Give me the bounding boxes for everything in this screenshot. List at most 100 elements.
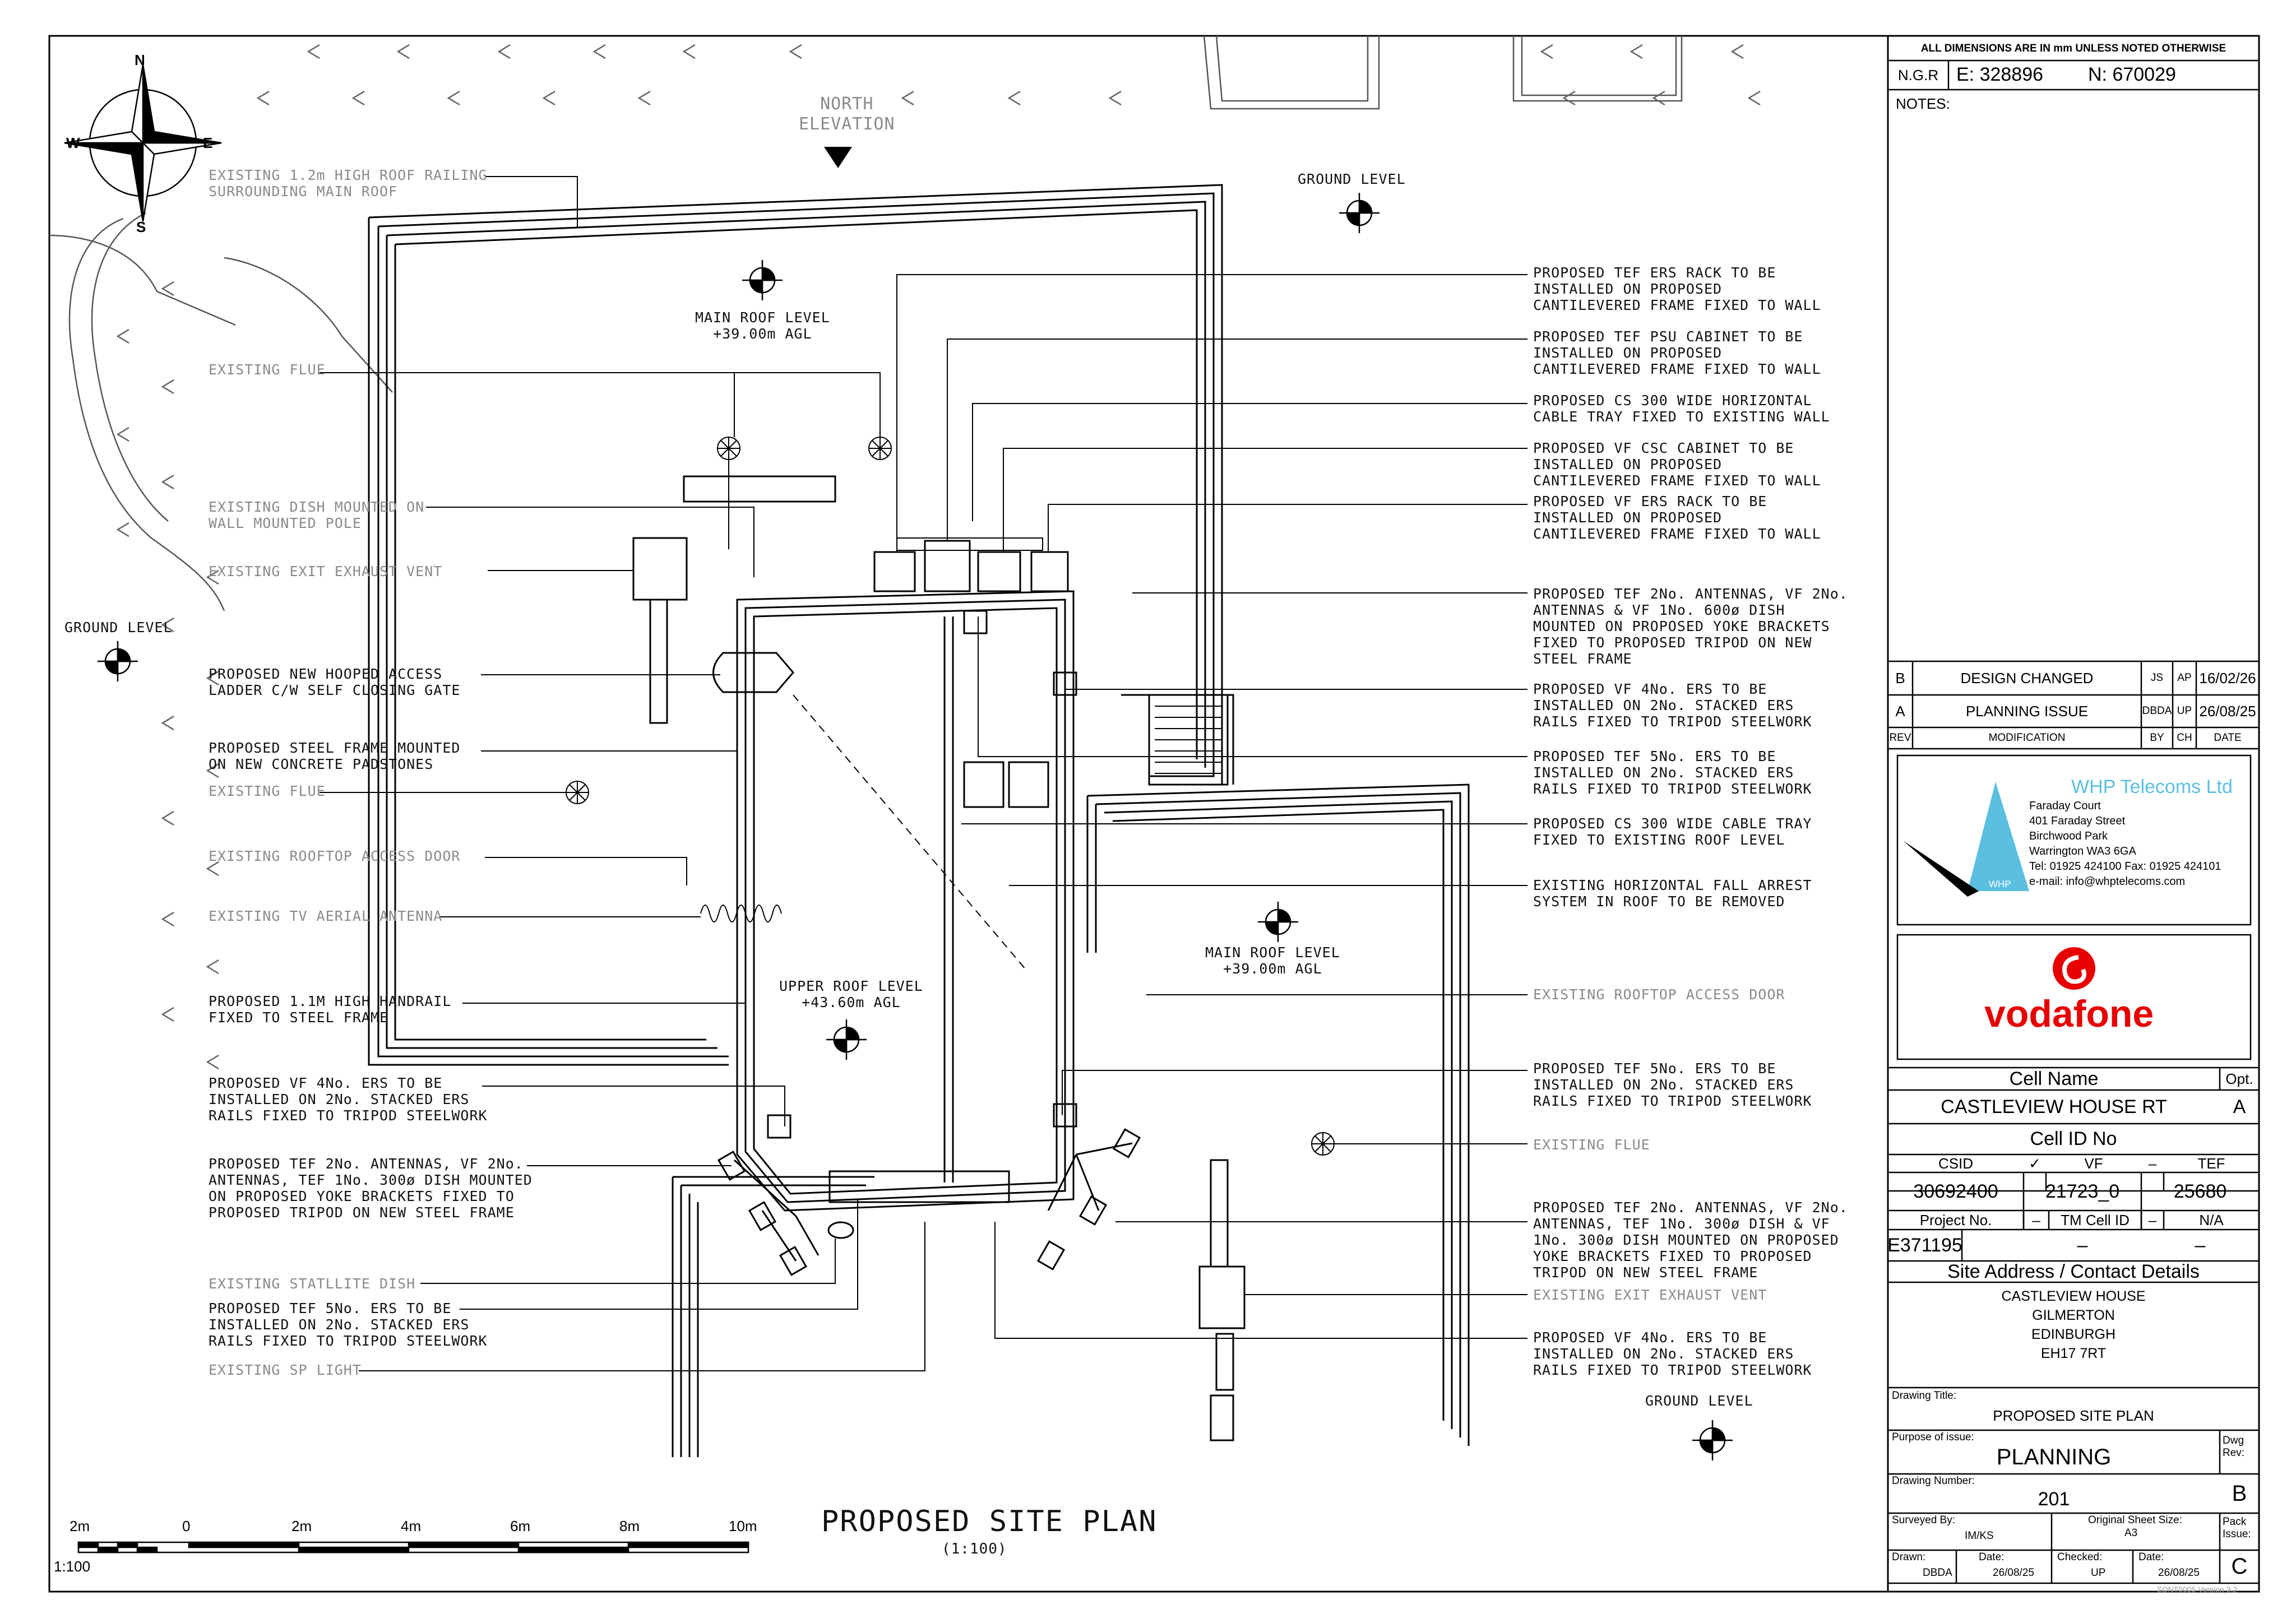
right-annotation-9: PROPOSED CS 300 WIDE CABLE TRAY FIXED TO… [1533, 815, 1812, 848]
rev-b-mod: DESIGN CHANGED [1960, 669, 2094, 687]
left-annotation-4: EXISTING EXIT EXHAUST VENT [209, 563, 443, 579]
slope-arrow [161, 474, 174, 490]
right-annotation-7: PROPOSED VF 4No. ERS TO BE INSTALLED ON … [1533, 681, 1812, 730]
left-annotation-3: EXISTING DISH MOUNTED ON WALL MOUNTED PO… [209, 499, 425, 531]
slope-arrow [1108, 90, 1122, 106]
left-annotation-8: EXISTING ROOFTOP ACCESS DOOR [209, 848, 461, 864]
project-label: Project No. [1919, 1211, 1992, 1228]
scale-tick-3: 2m [291, 1518, 312, 1534]
date2-value: 26/08/25 [2158, 1567, 2200, 1579]
slope-arrow [206, 670, 219, 686]
date1-value: 26/08/25 [1993, 1567, 2034, 1579]
right-annotation-3: PROPOSED CS 300 WIDE HORIZONTAL CABLE TR… [1533, 392, 1830, 425]
compass-n: N [135, 52, 145, 68]
left-annotation-6: PROPOSED STEEL FRAME MOUNTED ON NEW CONC… [209, 740, 461, 772]
slope-arrow [161, 715, 174, 731]
address-line-3: EDINBURGH [2031, 1327, 2116, 1342]
slope-arrow [116, 426, 129, 442]
left-annotation-9: EXISTING TV AERIAL ANTENNA [209, 908, 443, 924]
slope-arrow [1630, 44, 1643, 59]
rev-header-ch: CH [2177, 732, 2192, 744]
drawing-number-label: Drawing Number: [1892, 1475, 1975, 1487]
dwg-rev-value: B [2232, 1481, 2247, 1506]
left-annotation-7: EXISTING FLUE [209, 783, 326, 799]
opt-label: Opt. [2225, 1070, 2253, 1087]
right-annotation-1: PROPOSED TEF ERS RACK TO BE INSTALLED ON… [1533, 265, 1821, 313]
dwg-rev-label: Dwg Rev: [2223, 1435, 2245, 1459]
cell-id-label: Cell ID No [2030, 1128, 2117, 1149]
surveyed-value: IM/KS [1965, 1530, 1994, 1542]
left-annotation-14: PROPOSED TEF 5No. ERS TO BE INSTALLED ON… [209, 1300, 488, 1349]
slope-arrow [206, 861, 219, 877]
tm-dash: – [2032, 1211, 2040, 1228]
rev-header-mod: MODIFICATION [1988, 732, 2066, 744]
slope-arrow [206, 1054, 219, 1070]
north-elevation-label: NORTH ELEVATION [799, 94, 895, 134]
slope-arrow [206, 959, 219, 975]
vf-tick: ✓ [2029, 1154, 2041, 1172]
slope-arrow [1540, 44, 1553, 59]
checked-label: Checked: [2057, 1551, 2103, 1563]
rev-a-ch: UP [2177, 705, 2192, 717]
whp-logo-text: WHP [1989, 879, 2011, 889]
slope-arrow [396, 44, 410, 59]
slope-arrow [351, 90, 365, 106]
tm-label: TM Cell ID [2061, 1211, 2130, 1228]
rev-a-mod: PLANNING ISSUE [1965, 702, 2089, 720]
address-line-2: GILMERTON [2032, 1307, 2115, 1323]
vf-label: VF [2084, 1154, 2103, 1172]
ngr-label: N.G.R [1897, 66, 1939, 84]
slope-arrow [447, 90, 460, 106]
company-line-3: Birchwood Park [2029, 830, 2108, 842]
scale-tick-1: 2m [70, 1518, 90, 1534]
slope-arrow [161, 1007, 174, 1022]
company-line-2: 401 Faraday Street [2029, 815, 2126, 827]
dims-note: ALL DIMENSIONS ARE IN mm UNLESS NOTED OT… [1920, 43, 2226, 54]
rev-a: A [1895, 702, 1905, 720]
vodafone-logo-text: vodafone [1984, 993, 2154, 1035]
left-annotation-1: EXISTING 1.2m HIGH ROOF RAILING SURROUND… [209, 167, 488, 200]
rev-b-date: 16/02/26 [2199, 669, 2256, 687]
checked-value: UP [2091, 1567, 2106, 1579]
slope-arrow [307, 44, 320, 59]
compass-e: E [203, 135, 213, 151]
right-annotation-6: PROPOSED TEF 2No. ANTENNAS, VF 2No. ANTE… [1533, 586, 1848, 667]
vf-value: 21723_0 [2045, 1180, 2120, 1202]
project-value: E371195 [1887, 1234, 1962, 1256]
purpose-label: Purpose of issue: [1892, 1431, 1974, 1443]
version-note: SDNT0005 Version 3.2 [2157, 1585, 2238, 1594]
slope-arrow [161, 617, 174, 633]
address-line-1: CASTLEVIEW HOUSE [2001, 1288, 2146, 1304]
left-annotation-10: PROPOSED 1.1M HIGH HANDRAIL FIXED TO STE… [209, 993, 452, 1026]
rev-header-by: BY [2150, 732, 2164, 744]
notes-label: NOTES: [1896, 95, 1950, 112]
na-label: N/A [2199, 1211, 2224, 1228]
rev-a-by: DBDA [2142, 705, 2172, 717]
slope-arrow [1730, 44, 1744, 59]
left-annotation-13: EXISTING STATLLITE DISH [209, 1276, 416, 1292]
na-value: – [2195, 1234, 2206, 1256]
slope-arrow [789, 44, 802, 59]
scale-tick-4: 4m [401, 1518, 422, 1534]
tef-label: TEF [2197, 1154, 2225, 1172]
slope-arrow [256, 90, 270, 106]
compass-s: S [136, 219, 146, 235]
right-annotation-2: PROPOSED TEF PSU CABINET TO BE INSTALLED… [1533, 328, 1821, 377]
right-annotation-16: PROPOSED VF 4No. ERS TO BE INSTALLED ON … [1533, 1329, 1812, 1378]
left-annotation-5: PROPOSED NEW HOOPED ACCESS LADDER C/W SE… [209, 666, 461, 698]
vodafone-logo-mark [2053, 947, 2095, 990]
drawing-number: 201 [2038, 1488, 2070, 1510]
slope-arrow [206, 763, 219, 778]
scale-tick-7: 10m [729, 1518, 757, 1534]
slope-arrow [1562, 90, 1576, 106]
slope-arrow [682, 44, 696, 59]
whp-logo-mark [1903, 782, 2029, 897]
date2-label: Date: [2138, 1551, 2164, 1563]
right-annotation-10: EXISTING HORIZONTAL FALL ARREST SYSTEM I… [1533, 877, 1812, 910]
slope-arrow [1652, 90, 1665, 106]
right-annotation-5: PROPOSED VF ERS RACK TO BE INSTALLED ON … [1533, 493, 1821, 542]
site-address-label: Site Address / Contact Details [1947, 1260, 2200, 1282]
